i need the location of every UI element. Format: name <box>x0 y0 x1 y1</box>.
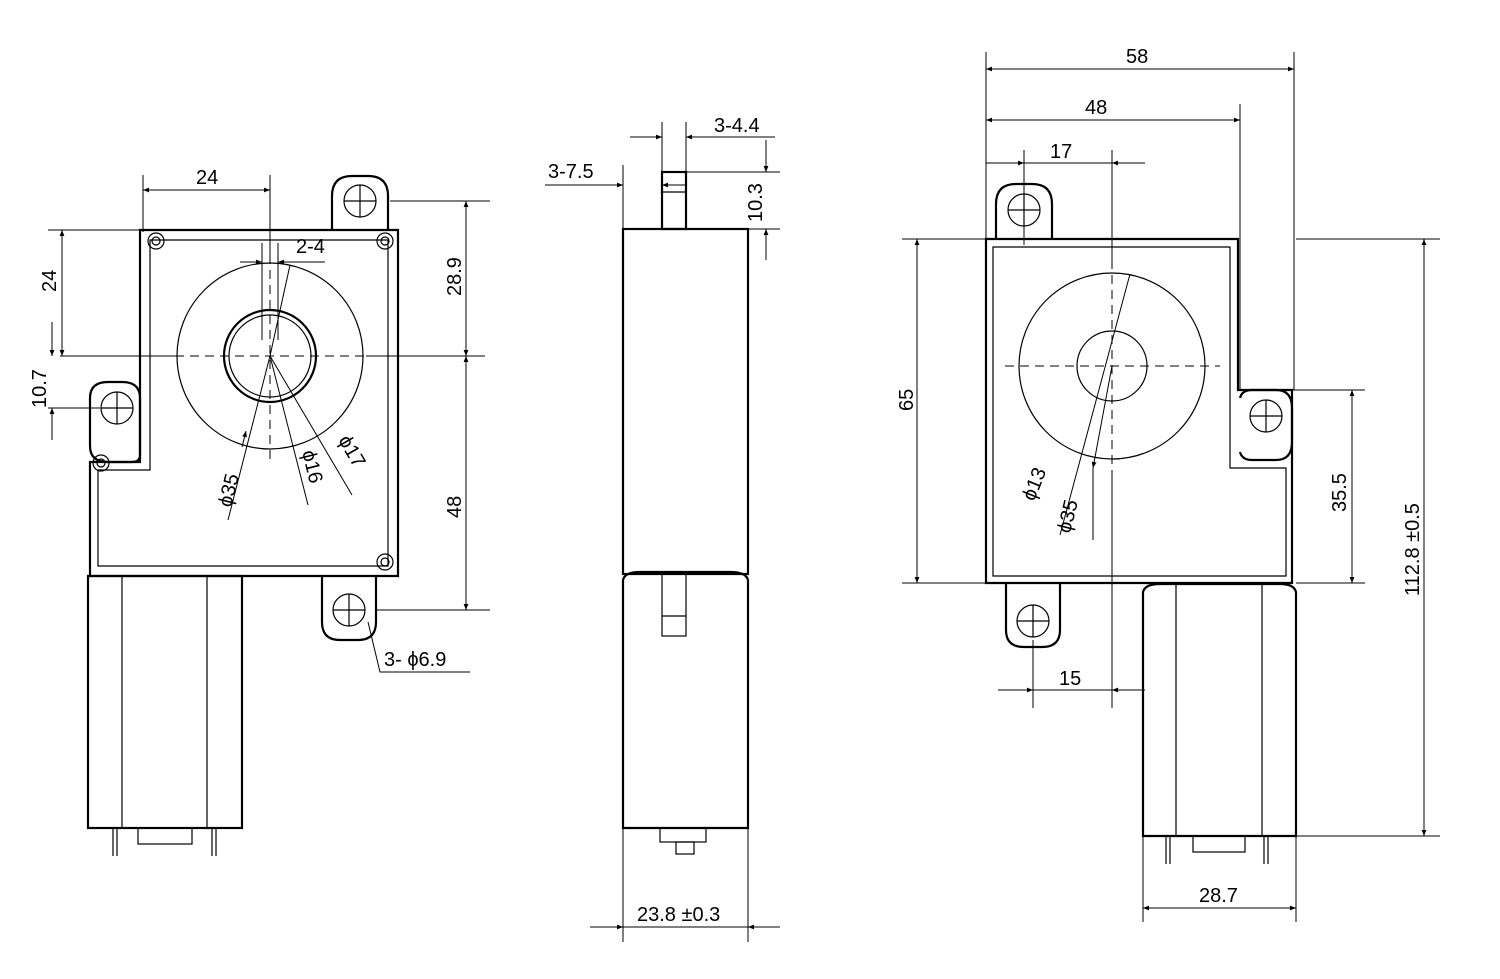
side-view: 3-4.4 3-7.5 10.3 23.8 ±0.3 <box>545 115 780 942</box>
front-view: 24 24 10.7 2-4 28.9 48 ϕ35 ϕ16 ϕ17 <box>29 167 490 856</box>
dim-23-8: 23.8 ±0.3 <box>637 904 720 926</box>
dim-10-3: 10.3 <box>745 183 767 222</box>
front-housing-outline <box>88 228 400 578</box>
dim-28-9: 28.9 <box>444 257 466 296</box>
dim-24-v: 24 <box>39 270 61 292</box>
side-motor-body <box>621 570 750 830</box>
dim-58: 58 <box>1126 46 1148 68</box>
side-housing <box>621 227 750 576</box>
right-side-lug <box>1238 388 1294 462</box>
side-bottom-lug <box>661 573 687 637</box>
dim-35-5: 35.5 <box>1329 473 1351 512</box>
right-motor-body <box>1141 582 1298 838</box>
dim-phi-35-right: ϕ35 <box>1054 497 1083 535</box>
dim-28-7: 28.7 <box>1199 885 1238 907</box>
dim-24-h: 24 <box>196 167 218 189</box>
side-top-lug <box>660 170 688 231</box>
front-screws <box>92 232 394 571</box>
dim-15: 15 <box>1059 668 1081 690</box>
dim-3-7-5: 3-7.5 <box>548 161 594 183</box>
dim-65: 65 <box>896 389 918 411</box>
dim-2-4: 2-4 <box>296 236 325 258</box>
dim-3-4-4: 3-4.4 <box>714 115 760 137</box>
front-lower-left-lug <box>88 380 142 464</box>
front-housing-inner <box>97 239 389 567</box>
dim-112-8: 112.8 ±0.5 <box>1402 503 1424 596</box>
right-housing-outline <box>984 237 1294 585</box>
front-bottom-right-lug <box>320 576 378 642</box>
dim-phi-35: ϕ35 <box>215 471 244 509</box>
right-housing-inner <box>992 246 1287 577</box>
dim-17: 17 <box>1050 141 1072 163</box>
dim-phi-13: ϕ13 <box>1018 465 1051 504</box>
front-top-right-lug <box>330 174 390 230</box>
dim-phi-17: ϕ17 <box>334 432 370 472</box>
dim-mount-holes: 3- ϕ6.9 <box>384 649 446 671</box>
dim-48: 48 <box>444 496 466 518</box>
dim-48-right: 48 <box>1085 97 1107 119</box>
dim-10-7: 10.7 <box>29 369 51 408</box>
right-view: 58 48 17 65 35.5 112.8 ±0.5 15 <box>896 46 1440 922</box>
front-motor-body <box>86 574 244 830</box>
